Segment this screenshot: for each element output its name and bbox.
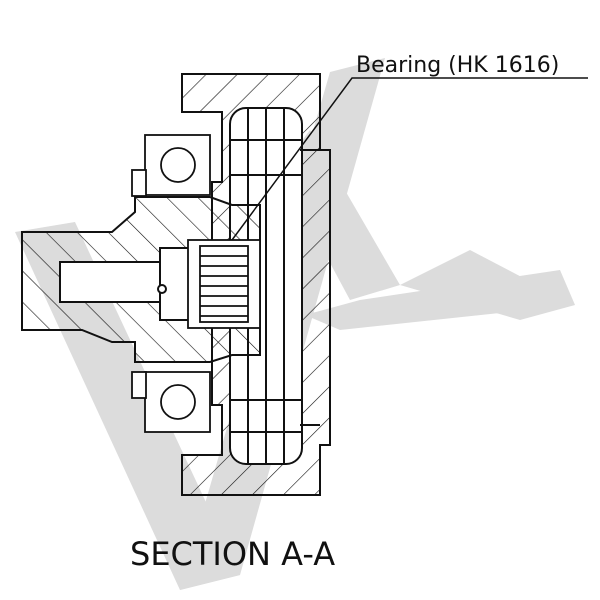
callout-label: Bearing (HK 1616) [356,53,559,78]
needle-bearing [187,239,261,329]
ball-bearing-top [131,134,211,197]
ball-bearing-bottom [131,371,211,433]
callout-leader [231,77,588,241]
roller-wheel [229,107,320,465]
section-title: SECTION A-A [130,535,335,573]
